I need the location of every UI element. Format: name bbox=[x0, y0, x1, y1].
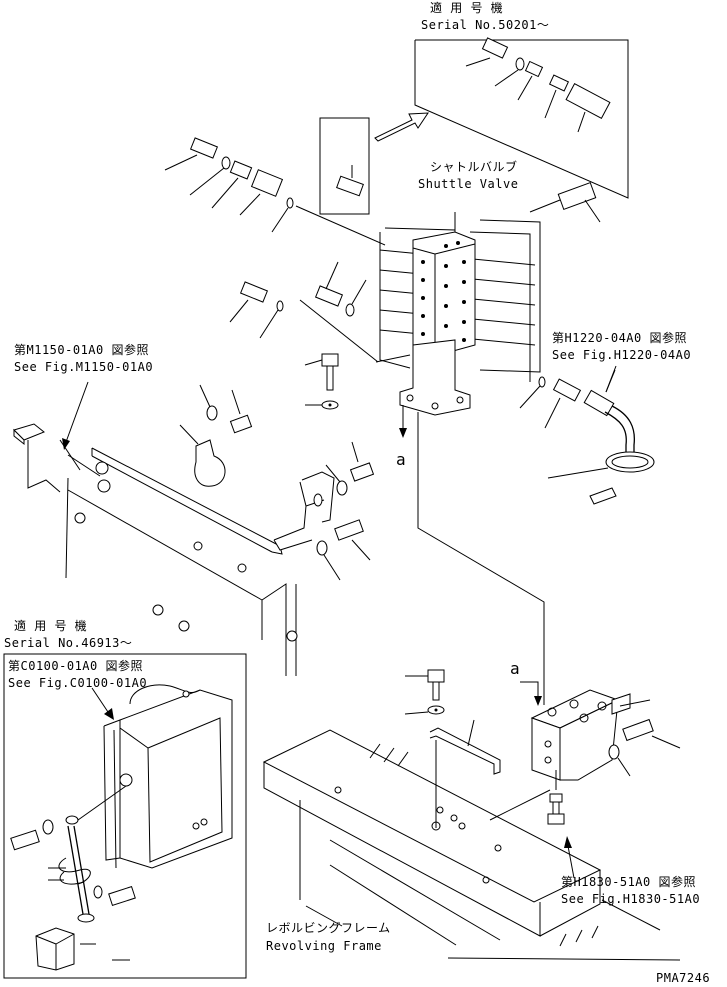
serial-left-no: Serial No.46913～ bbox=[4, 636, 133, 650]
bracket-center bbox=[273, 441, 375, 581]
revolving-frame bbox=[262, 729, 681, 961]
inset-serial-50201 bbox=[414, 37, 629, 199]
serial-left-jp: 適 用 号 機 bbox=[14, 619, 88, 633]
ref-h1220-en: See Fig.H1220-04A0 bbox=[552, 348, 692, 362]
page-code: PMA7246 bbox=[656, 971, 711, 985]
lower-bracket bbox=[530, 689, 681, 825]
ref-c0100-en: See Fig.C0100-01A0 bbox=[8, 676, 148, 690]
bolt-washer-valve bbox=[304, 353, 339, 410]
leader-revolving-frame bbox=[305, 905, 343, 927]
leader-valve-to-bracket bbox=[417, 412, 545, 705]
marker-a-lower: a bbox=[510, 659, 521, 678]
shuttle-valve-jp: シャトルバルブ bbox=[430, 160, 518, 174]
frame-mount-parts bbox=[404, 669, 501, 831]
fittings-upper bbox=[164, 137, 386, 246]
ref-c0100-jp: 第C0100-01A0 図参照 bbox=[8, 659, 143, 673]
arrow-a-upper bbox=[399, 405, 407, 438]
arrow-a-lower bbox=[520, 681, 542, 706]
valve-fitting-right bbox=[529, 182, 601, 223]
ref-m1150-jp: 第M1150-01A0 図参照 bbox=[14, 343, 149, 357]
marker-a-upper: a bbox=[396, 450, 407, 469]
arrow-ref-h1830 bbox=[564, 836, 575, 879]
adapter-inset bbox=[544, 74, 570, 119]
serial-top-jp: 適 用 号 機 bbox=[430, 1, 504, 15]
shuttle-valve-assembly bbox=[299, 219, 541, 416]
valve-inset bbox=[565, 82, 611, 133]
revolving-frame-jp: レボルビングフレーム bbox=[266, 921, 391, 935]
hose-assembly-right bbox=[519, 369, 655, 505]
fittings-middle bbox=[229, 261, 367, 339]
clamp-parts bbox=[179, 384, 253, 487]
arrow-to-inset bbox=[374, 112, 429, 142]
shuttle-valve-en: Shuttle Valve bbox=[418, 177, 519, 191]
inset-serial-46913 bbox=[3, 653, 247, 979]
ref-h1220-jp: 第H1220-04A0 図参照 bbox=[552, 331, 687, 345]
arrow-ref-m1150 bbox=[62, 381, 89, 450]
revolving-frame-en: Revolving Frame bbox=[266, 939, 382, 953]
ref-h1830-jp: 第H1830-51A0 図参照 bbox=[561, 875, 696, 889]
ref-h1830-en: See Fig.H1830-51A0 bbox=[561, 892, 701, 906]
o-ring-inset bbox=[494, 57, 525, 87]
ref-m1150-en: See Fig.M1150-01A0 bbox=[14, 360, 154, 374]
frame-cover-left bbox=[13, 423, 298, 676]
leader-ref-h1220 bbox=[605, 365, 617, 393]
nut-inset bbox=[517, 60, 544, 101]
fitting-inset-1 bbox=[465, 37, 509, 67]
detail-box bbox=[319, 117, 370, 215]
serial-top-no: Serial No.50201～ bbox=[421, 18, 550, 32]
